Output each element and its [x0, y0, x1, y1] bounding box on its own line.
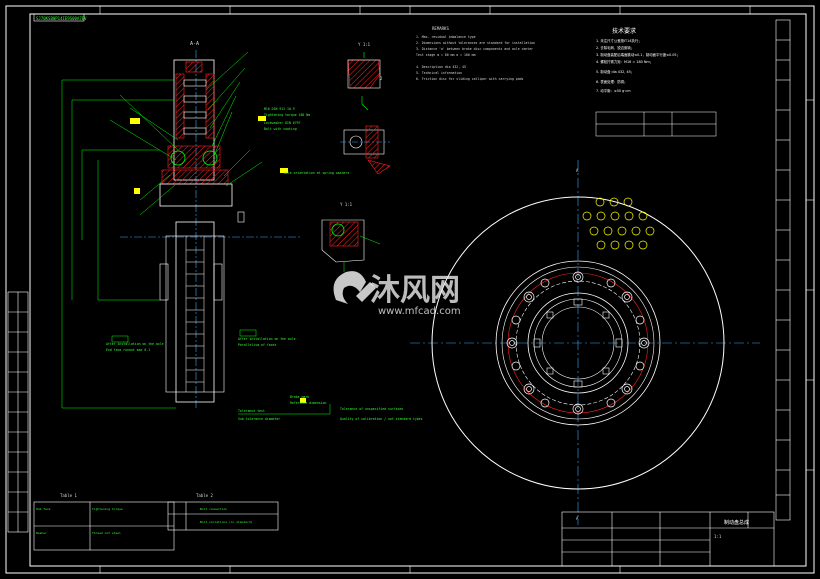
req-cn-4: 4. 螺栓拧紧力矩：M16 = 180 Nm；: [596, 59, 653, 64]
req-cn-1: 1. 未注尺寸公差按IT14执行；: [596, 38, 642, 43]
svg-text:A: A: [576, 168, 579, 173]
watermark-brand: 沐风网: [370, 273, 460, 308]
tech-requirements-en: REMARKS 1. Max. residual imbalance type …: [416, 26, 535, 81]
detail-view-y-1: Y 1:1 2: [347, 42, 383, 111]
drawing-code: SJ70KSB0P14IE9S00A7EV: [36, 16, 87, 21]
table2-row2: Bolt variations (in standard): [200, 520, 253, 524]
svg-text:Tolerance test: Tolerance test: [238, 409, 265, 413]
svg-text:Quality of calibration / not s: Quality of calibration / not standard ty…: [340, 417, 423, 421]
watermark: 沐风网 www.mfcad.com: [333, 271, 461, 317]
req-cn-2: 2. 去除毛刺，锐边倒钝；: [596, 45, 634, 50]
svg-text:After installation on the axle: After installation on the axle: [238, 337, 296, 341]
req-en-5: 4. Description dia 432, 45: [416, 65, 466, 69]
tech-title: 技术要求: [612, 27, 636, 35]
bottom-left-tables: Table 1 Hub face Washer Tightening torqu…: [33, 493, 279, 551]
disc-plan-view: A A: [410, 160, 760, 525]
svg-text:A: A: [576, 516, 579, 521]
svg-text:Lockwasher DIN 6797: Lockwasher DIN 6797: [264, 121, 301, 125]
yellow-callouts: [130, 116, 306, 403]
svg-text:2: 2: [380, 76, 383, 81]
svg-text:End face runout max 0.1: End face runout max 0.1: [106, 348, 150, 352]
svg-text:Tightening torque: Tightening torque: [92, 507, 123, 511]
req-cn-5: 5. 制动盘 dia 432, 45；: [596, 69, 634, 74]
req-en-3: 3. Distance 'a' between brake disc compo…: [416, 47, 533, 51]
svg-text:Washer: Washer: [36, 531, 47, 535]
inner-teeth: [533, 298, 623, 388]
svg-text:REMARKS: REMARKS: [432, 26, 449, 31]
svg-text:Brake mark: Brake mark: [290, 395, 309, 399]
svg-text:Reference dimension: Reference dimension: [290, 401, 327, 405]
title-block-scale: 1:1: [714, 534, 722, 539]
svg-text:Thread not steel: Thread not steel: [92, 531, 121, 535]
svg-text:Axle orientation at spring was: Axle orientation at spring washers: [284, 171, 349, 175]
tech-requirements-cn: 技术要求 1. 未注尺寸公差按IT14执行； 2. 去除毛刺，锐边倒钝； 3. …: [596, 27, 680, 93]
table1-label: Table 1: [60, 493, 77, 498]
svg-text:Parallelism of faces: Parallelism of faces: [238, 343, 276, 347]
req-en-1: 1. Max. residual imbalance type: [416, 35, 476, 39]
req-en-2: 2. Dimensions without tolerances are sta…: [416, 41, 535, 45]
bolt-heads: [506, 271, 650, 415]
detail-view-bolt: [340, 125, 391, 175]
svg-text:Tolerance of unspecified surfa: Tolerance of unspecified surfaces: [340, 407, 403, 411]
table2-label: Table 2: [196, 493, 213, 498]
svg-text:After installation on the axle: After installation on the axle: [106, 342, 164, 346]
frame-zone-ticks: [99, 6, 814, 573]
svg-text:Sub tolerance diameter: Sub tolerance diameter: [238, 417, 280, 421]
title-block: [561, 511, 775, 567]
req-cn-3: 3. 制动盘装配后端面跳动≤0.1，制动面平行度≤0.05；: [596, 52, 680, 57]
svg-text:M16 DIN 912 10.9: M16 DIN 912 10.9: [264, 107, 295, 111]
drawing-code-box: SJ70KSB0P14IE9S00A7EV: [33, 13, 87, 22]
section-aa-label: A-A: [190, 41, 199, 47]
detail-view-y-2: Y 1:1: [321, 202, 381, 272]
requirement-tables: [595, 111, 717, 137]
left-margin-column: [7, 291, 29, 533]
req-en-7: 6. Friction disc for sliding calliper wi…: [416, 77, 524, 81]
watermark-url: www.mfcad.com: [378, 306, 461, 317]
req-cn-6: 6. 表面处理：防锈；: [596, 79, 627, 84]
detail-y-1-label: Y 1:1: [358, 42, 371, 47]
svg-text:Bolt with coating: Bolt with coating: [264, 127, 297, 131]
section-view-aa: A-A: [61, 41, 423, 421]
svg-text:Tightening torque 180 Nm: Tightening torque 180 Nm: [264, 113, 310, 117]
req-en-6: 5. Technical information: [416, 71, 462, 75]
vent-slots: [186, 249, 204, 383]
detail-y-2-label: Y 1:1: [340, 202, 353, 207]
svg-text:Hub face: Hub face: [36, 507, 51, 511]
table2-row1: Bolt connection: [200, 507, 227, 511]
revision-column: [775, 19, 791, 521]
req-en-4: Test stage m = 80 mm a = 100 mm: [416, 53, 476, 57]
req-cn-7: 7. 动平衡：≤50 g·cm: [596, 88, 631, 93]
title-block-drawing-name: 制动盘总成: [724, 519, 749, 526]
drilled-hole-pattern: [582, 197, 655, 250]
